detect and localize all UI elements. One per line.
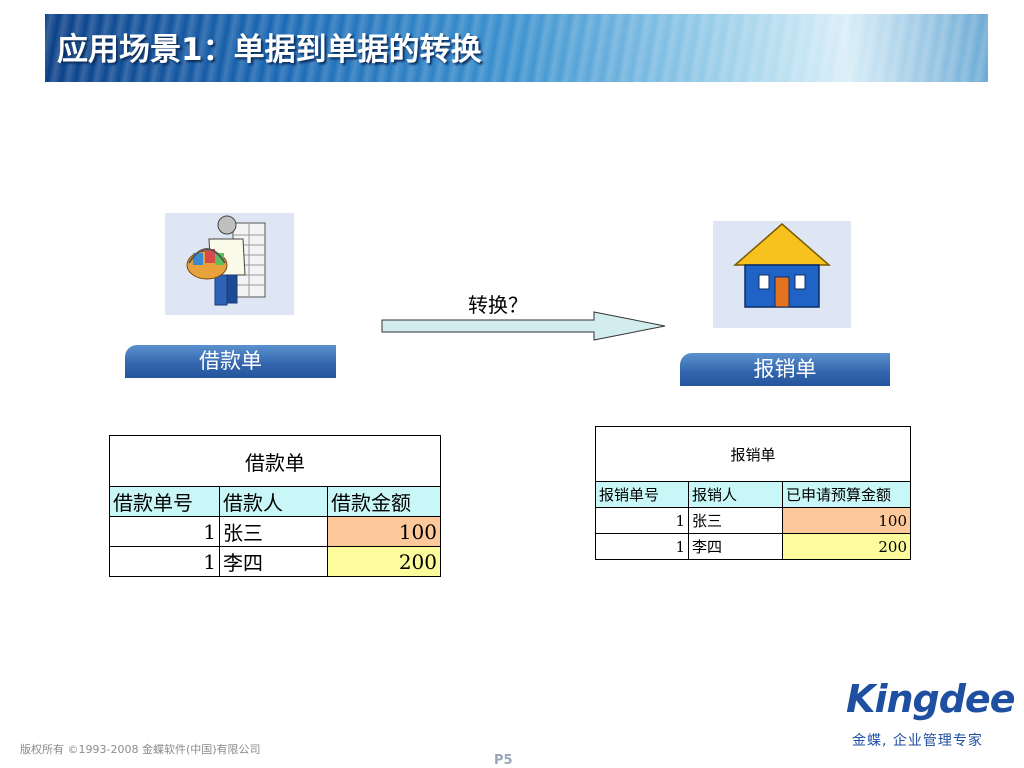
loan-form-icon-box [165,213,294,315]
house-icon [732,223,832,308]
reimbursement-form-label: 报销单 [680,353,890,386]
loan-amount-cell: 100 [326,516,442,547]
kingdee-logo: Kingdee [846,677,1015,721]
column-header: 报销人 [688,481,783,508]
loan-form-label: 借款单 [125,345,336,378]
reimbursement-number-cell: 1 [595,533,689,560]
claimant-cell: 李四 [688,533,783,560]
column-header: 借款单号 [109,486,220,517]
user-with-basket-icon [186,215,266,306]
column-header: 借款金额 [326,486,442,517]
table-title: 报销单 [594,426,912,482]
table-title: 借款单 [108,435,442,487]
column-header: 已申请预算金额 [781,481,912,508]
table-row: 1 李四 200 [595,533,912,560]
right-arrow-icon [381,311,666,341]
column-header: 借款人 [219,486,328,517]
reimbursement-number-cell: 1 [595,507,689,534]
copyright-notice: 版权所有 ©1993-2008 金蝶软件(中国)有限公司 [20,743,261,756]
borrower-cell: 张三 [219,516,328,547]
title-banner: 应用场景1：单据到单据的转换 [45,14,988,82]
column-header: 报销单号 [595,481,689,508]
convert-label: 转换？ [468,293,528,317]
company-slogan: 金蝶, 企业管理专家 [852,733,983,749]
table-row: 1 张三 100 [109,516,442,547]
table-row: 1 张三 100 [595,507,912,534]
reimbursement-form-icon-box [713,221,851,328]
wave-decoration [45,14,988,82]
claimant-cell: 张三 [688,507,783,534]
loan-form-table: 借款单 借款单号 借款人 借款金额 1 张三 100 1 李四 200 [108,435,442,577]
budget-amount-cell: 200 [781,533,912,560]
budget-amount-cell: 100 [781,507,912,534]
loan-amount-cell: 200 [326,546,442,577]
loan-number-cell: 1 [109,516,220,547]
borrower-cell: 李四 [219,546,328,577]
reimbursement-form-table: 报销单 报销单号 报销人 已申请预算金额 1 张三 100 1 李四 200 [594,426,912,560]
slide-title: 应用场景1：单据到单据的转换 [57,32,482,68]
page-number: P5 [494,753,513,768]
loan-number-cell: 1 [109,546,220,577]
table-row: 1 李四 200 [109,546,442,577]
